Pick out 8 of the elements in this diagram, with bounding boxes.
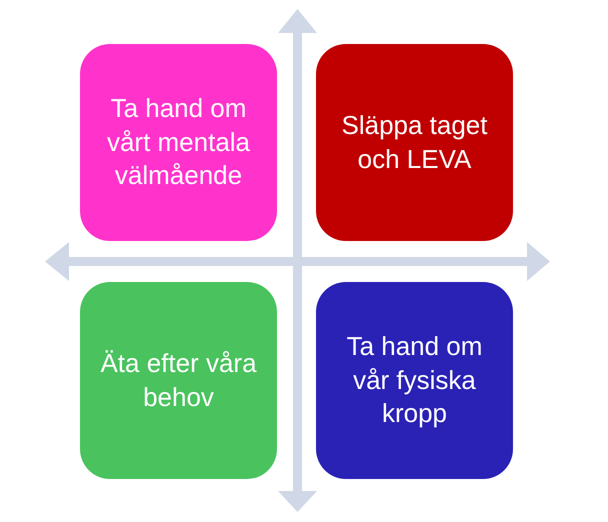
quadrant-text: Äta efter våra behov: [99, 346, 258, 414]
quadrant-box: [80, 282, 277, 479]
quadrant-box: [316, 282, 513, 479]
quadrant-box: [316, 44, 513, 241]
quadrant-text: Ta hand om vår fysiska kropp: [346, 330, 484, 430]
quadrant-text: Släppa taget och LEVA: [340, 108, 488, 176]
quadrant-box: [80, 44, 277, 241]
quadrant-text: Ta hand om vårt mentala välmående: [106, 92, 252, 192]
